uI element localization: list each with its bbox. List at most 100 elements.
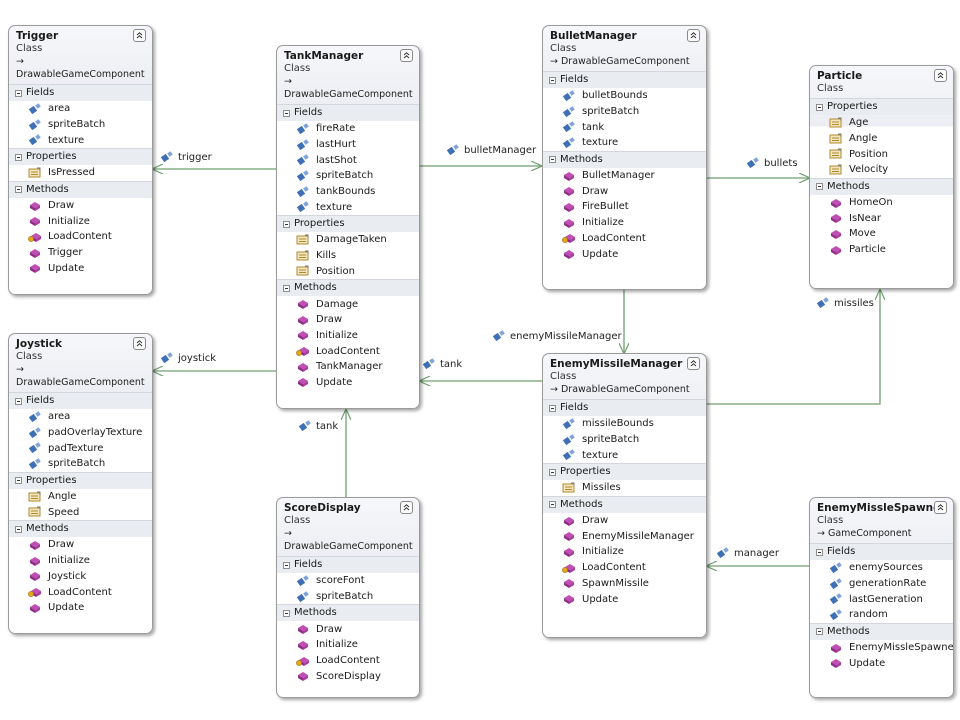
collapse-minus-icon[interactable] <box>283 609 290 617</box>
member-bullet-manager[interactable]: BulletManager <box>543 168 706 184</box>
member-enemy-sources[interactable]: enemySources <box>810 560 953 576</box>
member-draw[interactable]: Draw <box>9 537 152 553</box>
member-is-near[interactable]: IsNear <box>810 210 953 226</box>
member-age[interactable]: Age <box>810 115 953 131</box>
collapse-minus-icon[interactable] <box>816 183 823 191</box>
collapse-minus-icon[interactable] <box>15 397 22 405</box>
collapse-minus-icon[interactable] <box>549 468 556 476</box>
member-sprite-batch[interactable]: spriteBatch <box>277 589 419 605</box>
member-sprite-batch[interactable]: spriteBatch <box>543 432 706 448</box>
member-damage[interactable]: Damage <box>277 296 419 312</box>
collapse-minus-icon[interactable] <box>549 404 556 412</box>
section-fields[interactable]: Fields <box>9 84 152 101</box>
collapse-minus-icon[interactable] <box>15 477 22 485</box>
member-sprite-batch[interactable]: spriteBatch <box>277 168 419 184</box>
member-update[interactable]: Update <box>9 600 152 616</box>
section-fields[interactable]: Fields <box>9 392 152 409</box>
section-methods[interactable]: Methods <box>810 177 953 195</box>
section-fields[interactable]: Fields <box>543 399 706 416</box>
member-bullet-bounds[interactable]: bulletBounds <box>543 88 706 104</box>
collapse-minus-icon[interactable] <box>15 525 22 533</box>
member-enemy-missile-manager[interactable]: EnemyMissileManager <box>543 528 706 544</box>
collapse-minus-icon[interactable] <box>283 284 290 292</box>
member-fire-rate[interactable]: fireRate <box>277 121 419 137</box>
section-properties[interactable]: Properties <box>9 471 152 489</box>
member-tank-manager[interactable]: TankManager <box>277 359 419 375</box>
member-home-on[interactable]: HomeOn <box>810 195 953 211</box>
section-fields[interactable]: Fields <box>810 543 953 560</box>
collapse-minus-icon[interactable] <box>15 153 22 161</box>
member-area[interactable]: area <box>9 101 152 117</box>
member-is-pressed[interactable]: IsPressed <box>9 165 152 181</box>
member-enemy-missle-spawner[interactable]: EnemyMissleSpawner <box>810 640 953 656</box>
member-pad-texture[interactable]: padTexture <box>9 440 152 456</box>
section-methods[interactable]: Methods <box>810 622 953 640</box>
member-draw[interactable]: Draw <box>277 621 419 637</box>
member-initialize[interactable]: Initialize <box>9 213 152 229</box>
member-particle[interactable]: Particle <box>810 242 953 258</box>
collapse-chevron-icon[interactable] <box>687 29 700 42</box>
section-fields[interactable]: Fields <box>543 71 706 88</box>
member-initialize[interactable]: Initialize <box>543 215 706 231</box>
member-texture[interactable]: texture <box>9 132 152 148</box>
member-update[interactable]: Update <box>810 655 953 671</box>
member-last-hurt[interactable]: lastHurt <box>277 137 419 153</box>
member-angle[interactable]: Angle <box>9 489 152 505</box>
member-initialize[interactable]: Initialize <box>543 544 706 560</box>
member-load-content[interactable]: LoadContent <box>543 560 706 576</box>
collapse-minus-icon[interactable] <box>283 109 290 117</box>
member-load-content[interactable]: LoadContent <box>277 343 419 359</box>
member-damage-taken[interactable]: DamageTaken <box>277 232 419 248</box>
member-load-content[interactable]: LoadContent <box>543 231 706 247</box>
member-initialize[interactable]: Initialize <box>277 328 419 344</box>
member-tank[interactable]: tank <box>543 119 706 135</box>
collapse-minus-icon[interactable] <box>15 186 22 194</box>
collapse-minus-icon[interactable] <box>15 89 22 97</box>
collapse-minus-icon[interactable] <box>549 156 556 164</box>
member-texture[interactable]: texture <box>277 199 419 215</box>
member-move[interactable]: Move <box>810 226 953 242</box>
member-initialize[interactable]: Initialize <box>277 637 419 653</box>
member-score-font[interactable]: scoreFont <box>277 573 419 589</box>
collapse-minus-icon[interactable] <box>549 76 556 84</box>
section-properties[interactable]: Properties <box>277 215 419 233</box>
member-last-generation[interactable]: lastGeneration <box>810 591 953 607</box>
member-texture[interactable]: texture <box>543 135 706 151</box>
member-area[interactable]: area <box>9 409 152 425</box>
member-tank-bounds[interactable]: tankBounds <box>277 184 419 200</box>
member-speed[interactable]: Speed <box>9 504 152 520</box>
collapse-minus-icon[interactable] <box>283 561 290 569</box>
section-fields[interactable]: Fields <box>277 556 419 573</box>
member-sprite-batch[interactable]: spriteBatch <box>543 104 706 120</box>
collapse-minus-icon[interactable] <box>283 220 290 228</box>
section-methods[interactable]: Methods <box>277 604 419 622</box>
member-draw[interactable]: Draw <box>277 312 419 328</box>
member-missiles[interactable]: Missiles <box>543 480 706 496</box>
member-missile-bounds[interactable]: missileBounds <box>543 416 706 432</box>
collapse-chevron-icon[interactable] <box>934 69 947 82</box>
member-spawn-missile[interactable]: SpawnMissile <box>543 576 706 592</box>
member-pad-overlay-texture[interactable]: padOverlayTexture <box>9 425 152 441</box>
member-kills[interactable]: Kills <box>277 248 419 264</box>
member-update[interactable]: Update <box>543 246 706 262</box>
member-angle[interactable]: Angle <box>810 131 953 147</box>
collapse-minus-icon[interactable] <box>549 501 556 509</box>
member-joystick[interactable]: Joystick <box>9 569 152 585</box>
member-position[interactable]: Position <box>810 146 953 162</box>
section-properties[interactable]: Properties <box>9 148 152 166</box>
section-methods[interactable]: Methods <box>543 495 706 513</box>
member-trigger[interactable]: Trigger <box>9 245 152 261</box>
member-initialize[interactable]: Initialize <box>9 553 152 569</box>
collapse-chevron-icon[interactable] <box>400 501 413 514</box>
member-generation-rate[interactable]: generationRate <box>810 576 953 592</box>
member-texture[interactable]: texture <box>543 447 706 463</box>
member-random[interactable]: random <box>810 607 953 623</box>
collapse-chevron-icon[interactable] <box>133 29 146 42</box>
